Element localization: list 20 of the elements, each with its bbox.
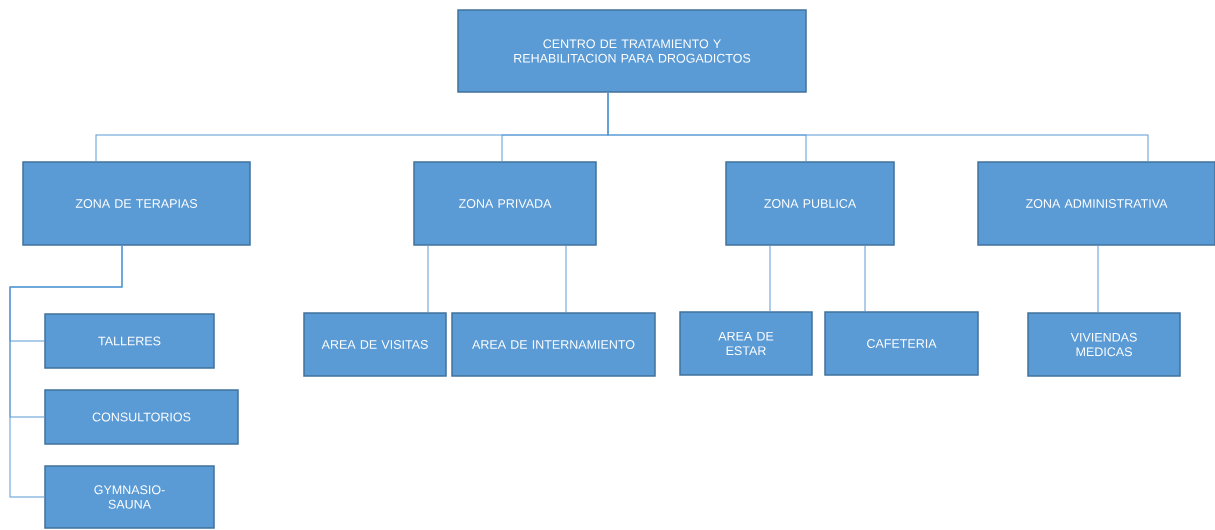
org-box: AREA DE ESTAR	[679, 311, 813, 376]
org-box: ZONA PUBLICA	[725, 161, 895, 246]
connector-line	[607, 92, 1149, 162]
org-box: CAFETERIA	[824, 311, 979, 376]
org-box: ZONA ADMINISTRATIVA	[977, 161, 1215, 246]
org-box: CONSULTORIOS	[44, 389, 239, 445]
connector-line	[1097, 245, 1099, 313]
org-box: VIVIENDAS MEDICAS	[1027, 312, 1181, 377]
org-box: TALLERES	[44, 313, 215, 369]
org-box: ZONA PRIVADA	[413, 161, 597, 246]
org-box: GYMNASIO-SAUNA	[44, 465, 215, 529]
connector-line	[427, 245, 429, 313]
org-box: AREA DE VISITAS	[303, 312, 447, 377]
connector-line	[565, 245, 567, 313]
org-box: AREA DE INTERNAMIENTO	[451, 312, 656, 377]
connector-line	[9, 245, 123, 498]
connector-line	[864, 245, 866, 312]
org-box: CENTRO DE TRATAMIENTO Y REHABILITACION PARA DROGADICTOS	[457, 9, 807, 93]
connector-line	[769, 245, 771, 312]
org-box: ZONA DE TERAPIAS	[22, 161, 251, 246]
